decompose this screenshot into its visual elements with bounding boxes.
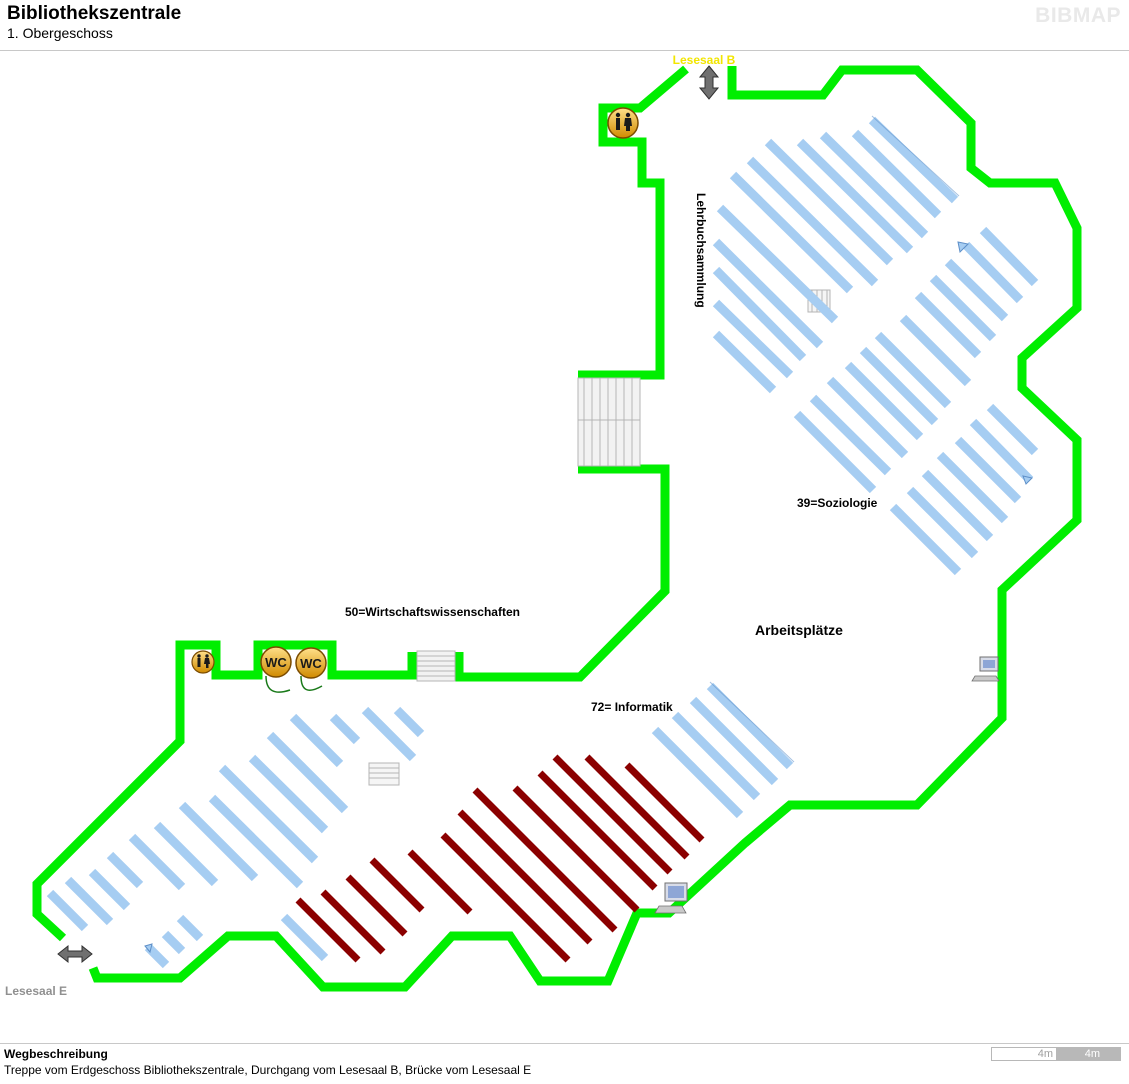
- stairs-center[interactable]: [577, 377, 641, 467]
- arrow-lesesaal-e[interactable]: [57, 944, 93, 964]
- toilet-icon-south[interactable]: [191, 650, 215, 674]
- shelf-borders: [709, 115, 960, 763]
- label-arbeitsplaetze: Arbeitsplätze: [755, 622, 843, 638]
- wc-icon-2[interactable]: WC: [295, 647, 327, 691]
- route-description: Treppe vom Erdgeschoss Bibliothekszentra…: [4, 1063, 532, 1077]
- wall-north-east: [88, 65, 1082, 992]
- computer-icon-east[interactable]: [971, 656, 1000, 682]
- shelves-lehrbuch: [712, 116, 1039, 576]
- wc-icon-1[interactable]: WC: [260, 646, 292, 693]
- wall-corridor-south: [454, 464, 670, 682]
- toilet-icon-north[interactable]: [607, 107, 639, 139]
- arrow-shelf-south: [144, 475, 1033, 954]
- building-title: Bibliothekszentrale: [7, 3, 182, 24]
- radiator-south: [368, 762, 400, 786]
- label-soziologie: 39=Soziologie: [797, 496, 878, 510]
- scale-segment-white: 4m: [992, 1048, 1055, 1060]
- floor-subtitle: 1. Obergeschoss: [7, 25, 113, 41]
- wc-label-1: WC: [265, 655, 287, 670]
- wall-west: [32, 640, 417, 942]
- arrow-shelf-north: [957, 241, 970, 254]
- arrow-lesesaal-b[interactable]: [698, 65, 720, 100]
- scale-segment-grey: 4m: [1056, 1048, 1120, 1060]
- brand-logo: BIBMAP: [1035, 4, 1121, 27]
- wc-label-2: WC: [300, 656, 322, 671]
- shelves-wirtschaft: [46, 682, 794, 969]
- computer-icon-south[interactable]: [654, 882, 688, 914]
- footer: Wegbeschreibung Treppe vom Erdgeschoss B…: [0, 1043, 1129, 1084]
- header: Bibliothekszentrale 1. Obergeschoss BIBM…: [0, 0, 1129, 51]
- shelves-informatik-highlight: [295, 754, 705, 963]
- label-lehrbuchsammlung: Lehrbuchsammlung: [694, 193, 708, 308]
- route-title: Wegbeschreibung: [4, 1047, 108, 1061]
- scale-bar: 4m 4m: [991, 1047, 1121, 1061]
- label-wirtschaftswissenschaften: 50=Wirtschaftswissenschaften: [345, 605, 520, 619]
- label-lesesaal-e[interactable]: Lesesaal E: [5, 984, 67, 998]
- label-lesesaal-b[interactable]: Lesesaal B: [673, 53, 736, 67]
- stairs-south[interactable]: [416, 650, 456, 682]
- label-informatik: 72= Informatik: [591, 700, 673, 714]
